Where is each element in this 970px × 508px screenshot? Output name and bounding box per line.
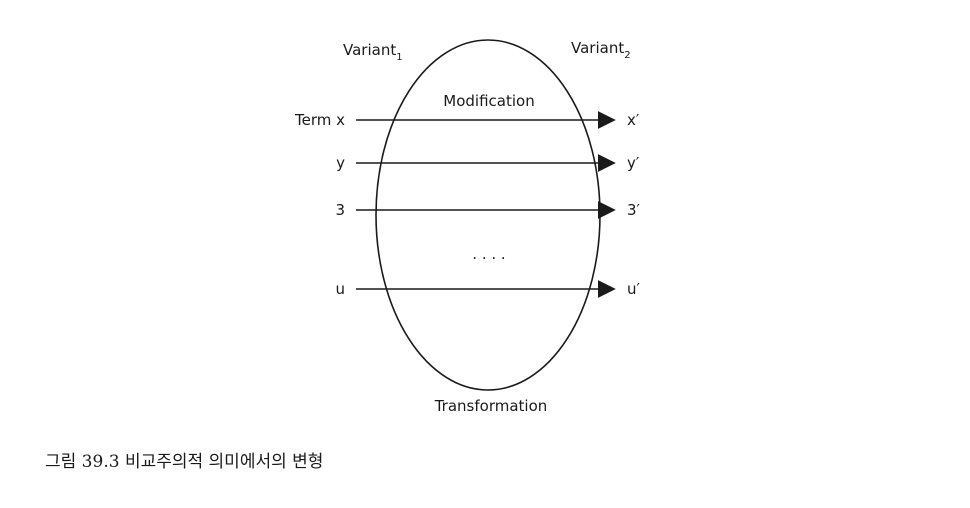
transformation-label: Transformation — [434, 397, 548, 415]
variant-diagram: Variant1 Variant2 Modification Transform… — [294, 39, 641, 415]
term-3-prime-label: 3′ — [627, 201, 641, 219]
variant-1-label: Variant1 — [343, 41, 403, 63]
term-u-label: u — [335, 280, 345, 298]
term-x-prime-label: x′ — [627, 111, 640, 129]
modification-label: Modification — [443, 92, 534, 110]
term-y-label: y — [336, 154, 345, 172]
figure-caption: 그림 39.3 비교주의적 의미에서의 변형 — [45, 452, 324, 472]
ellipsis-dots: . . . . — [472, 245, 505, 263]
term-y-prime-label: y′ — [627, 154, 640, 172]
term-3-label: 3 — [335, 201, 345, 219]
term-u-prime-label: u′ — [627, 280, 641, 298]
term-x-label: Term x — [294, 111, 345, 129]
variant-2-label: Variant2 — [571, 39, 631, 61]
